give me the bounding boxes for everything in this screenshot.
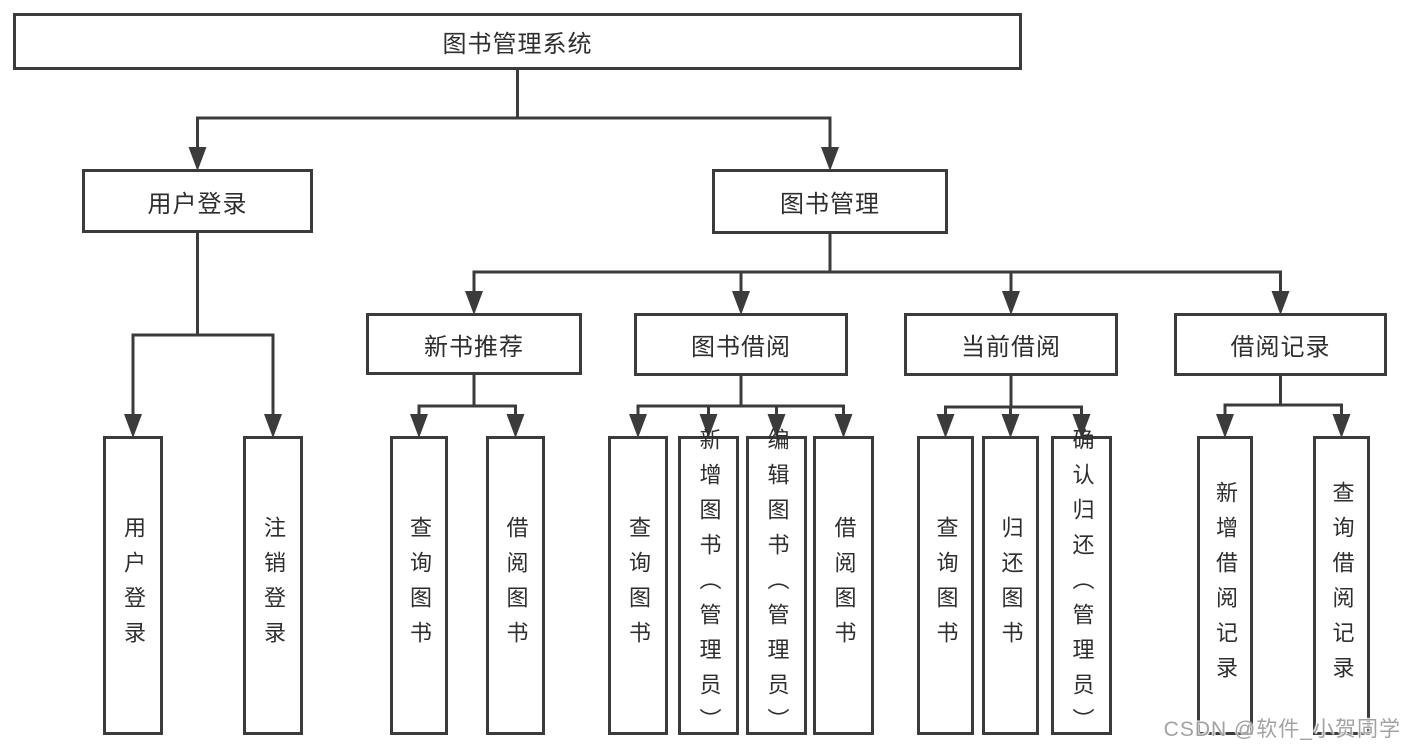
node-book-borrowing: 图书借阅 bbox=[634, 313, 848, 376]
node-label: 借阅记录 bbox=[1230, 334, 1331, 361]
node-leaf-edit-book-admin: 编辑图书（管理员） bbox=[746, 428, 807, 743]
node-label: 注销登录 bbox=[261, 515, 286, 656]
node-label: 用户登录 bbox=[121, 515, 146, 656]
node-label: 查询图书 bbox=[407, 515, 432, 656]
node-leaf-confirm-return-admin: 确认归还（管理员） bbox=[1051, 428, 1112, 743]
node-label: 图书管理系统 bbox=[442, 31, 593, 58]
node-user-login: 用户登录 bbox=[82, 169, 313, 233]
node-leaf-borrow-books-1: 借阅图书 bbox=[486, 436, 545, 735]
node-label: 图书借阅 bbox=[691, 334, 791, 361]
node-label: 查询借阅记录 bbox=[1329, 480, 1355, 691]
node-label: 新书推荐 bbox=[424, 333, 524, 361]
node-label: 新增借阅记录 bbox=[1213, 480, 1238, 691]
node-leaf-return-books: 归还图书 bbox=[982, 436, 1039, 735]
node-leaf-add-book-admin: 新增图书（管理员） bbox=[678, 428, 739, 743]
node-book-management: 图书管理 bbox=[712, 169, 948, 234]
node-leaf-logout: 注销登录 bbox=[243, 436, 303, 735]
node-borrowing-records: 借阅记录 bbox=[1174, 313, 1387, 376]
node-label: 查询图书 bbox=[933, 515, 959, 656]
node-leaf-query-books-1: 查询图书 bbox=[390, 436, 448, 735]
node-leaf-query-books-3: 查询图书 bbox=[917, 436, 974, 735]
node-label: 查询图书 bbox=[626, 515, 651, 656]
node-label: 图书管理 bbox=[780, 191, 880, 218]
watermark: CSDN @软件_小贺同学 bbox=[1163, 718, 1401, 741]
node-leaf-query-books-2: 查询图书 bbox=[608, 436, 668, 735]
node-leaf-borrow-books-2: 借阅图书 bbox=[813, 436, 874, 735]
node-label: 借阅图书 bbox=[503, 515, 529, 656]
node-label: 新增图书（管理员） bbox=[696, 428, 722, 743]
node-current-borrowing: 当前借阅 bbox=[904, 313, 1118, 376]
node-label: 确认归还（管理员） bbox=[1069, 428, 1095, 743]
node-label: 用户登录 bbox=[147, 190, 248, 218]
node-library-management-system: 图书管理系统 bbox=[13, 13, 1022, 70]
node-new-book-recommend: 新书推荐 bbox=[366, 313, 582, 375]
node-label: 借阅图书 bbox=[831, 515, 857, 656]
node-leaf-add-borrow-record: 新增借阅记录 bbox=[1197, 436, 1253, 735]
node-leaf-query-borrow-record: 查询借阅记录 bbox=[1313, 436, 1370, 735]
node-label: 编辑图书（管理员） bbox=[764, 428, 790, 743]
node-leaf-user-login: 用户登录 bbox=[103, 436, 163, 735]
node-label: 归还图书 bbox=[998, 515, 1024, 656]
node-label: 当前借阅 bbox=[961, 334, 1061, 361]
